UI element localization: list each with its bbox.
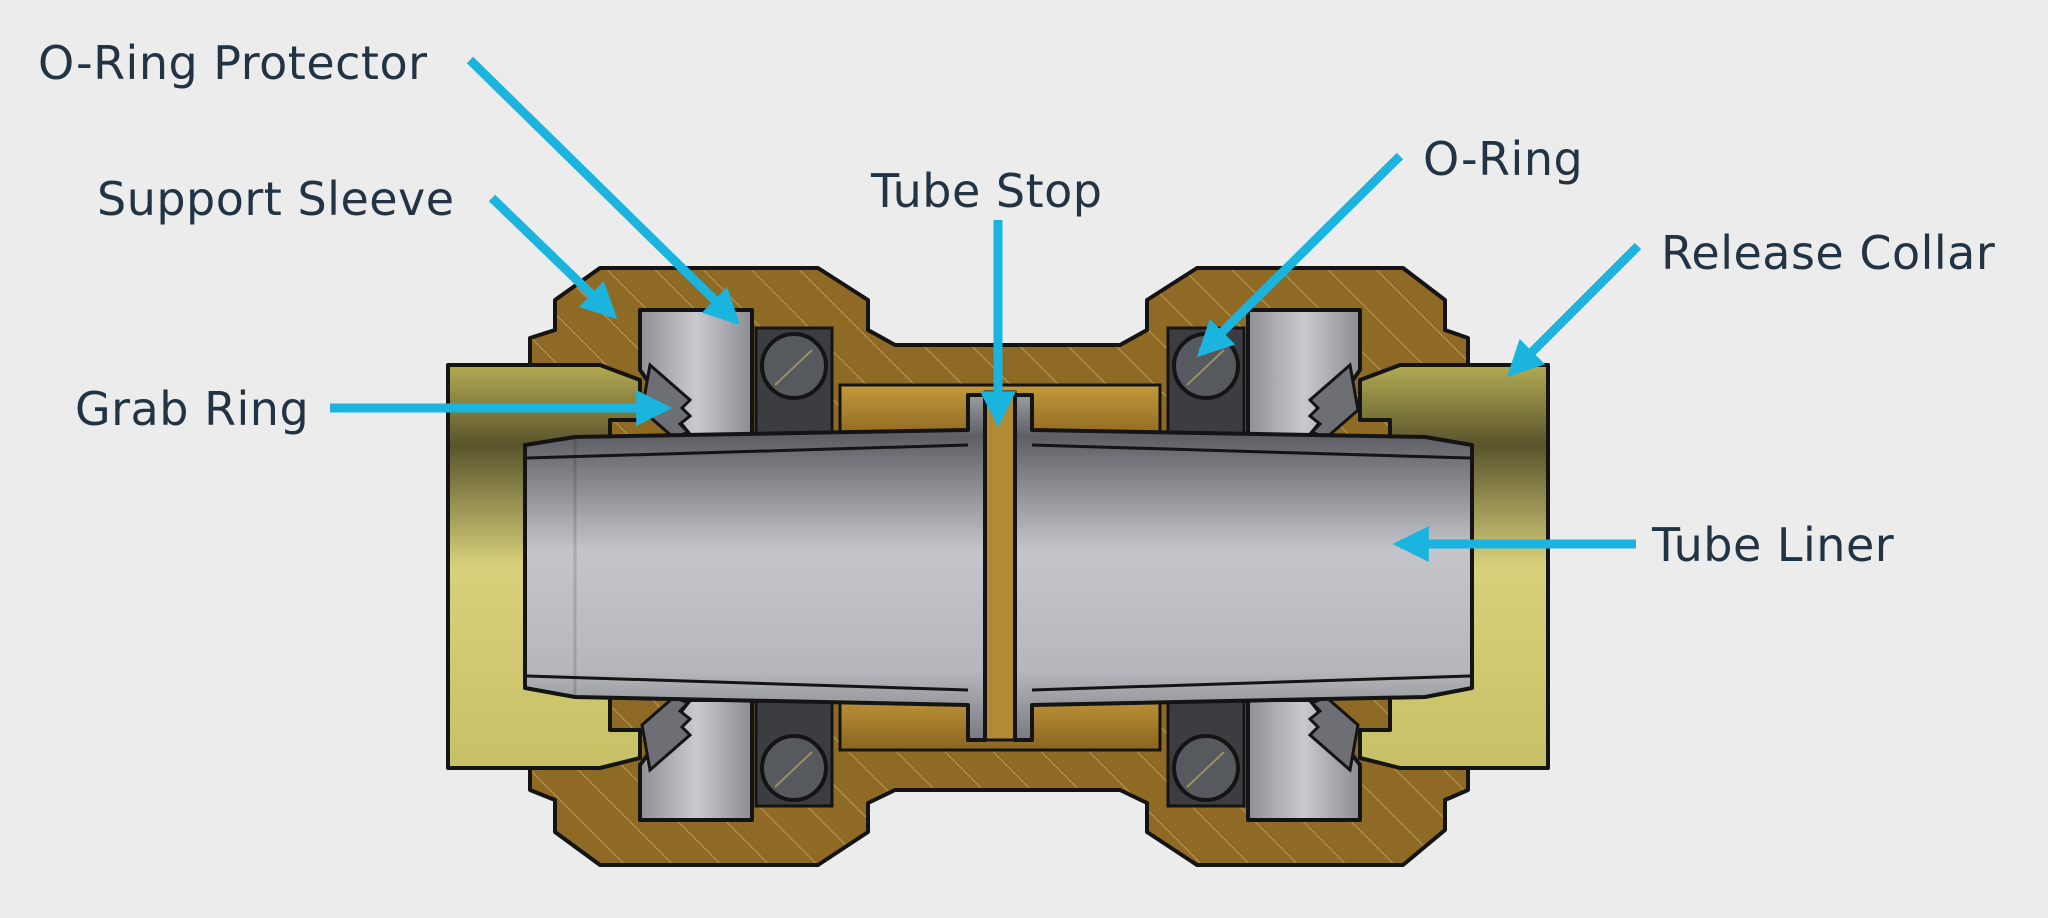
oring-arrow <box>1196 152 1404 358</box>
tube-liner-left <box>523 393 987 742</box>
label-oring: O-Ring <box>1423 132 1584 186</box>
support-sleeve-arrow <box>488 194 618 320</box>
oring-protector-arrow <box>466 56 741 326</box>
release-collar-arrow <box>1506 242 1642 378</box>
label-tube-liner: Tube Liner <box>1652 518 1895 572</box>
support-sleeves <box>638 308 1362 822</box>
label-grab-ring: Grab Ring <box>75 382 310 436</box>
tube-stop <box>983 390 1017 742</box>
label-tube-stop: Tube Stop <box>871 164 1103 218</box>
label-oring-protector: O-Ring Protector <box>38 36 428 90</box>
callout-arrows <box>330 56 1642 562</box>
tube-liner-right <box>1013 393 1474 742</box>
label-release-collar: Release Collar <box>1661 226 1996 280</box>
label-support-sleeve: Support Sleeve <box>97 172 455 226</box>
